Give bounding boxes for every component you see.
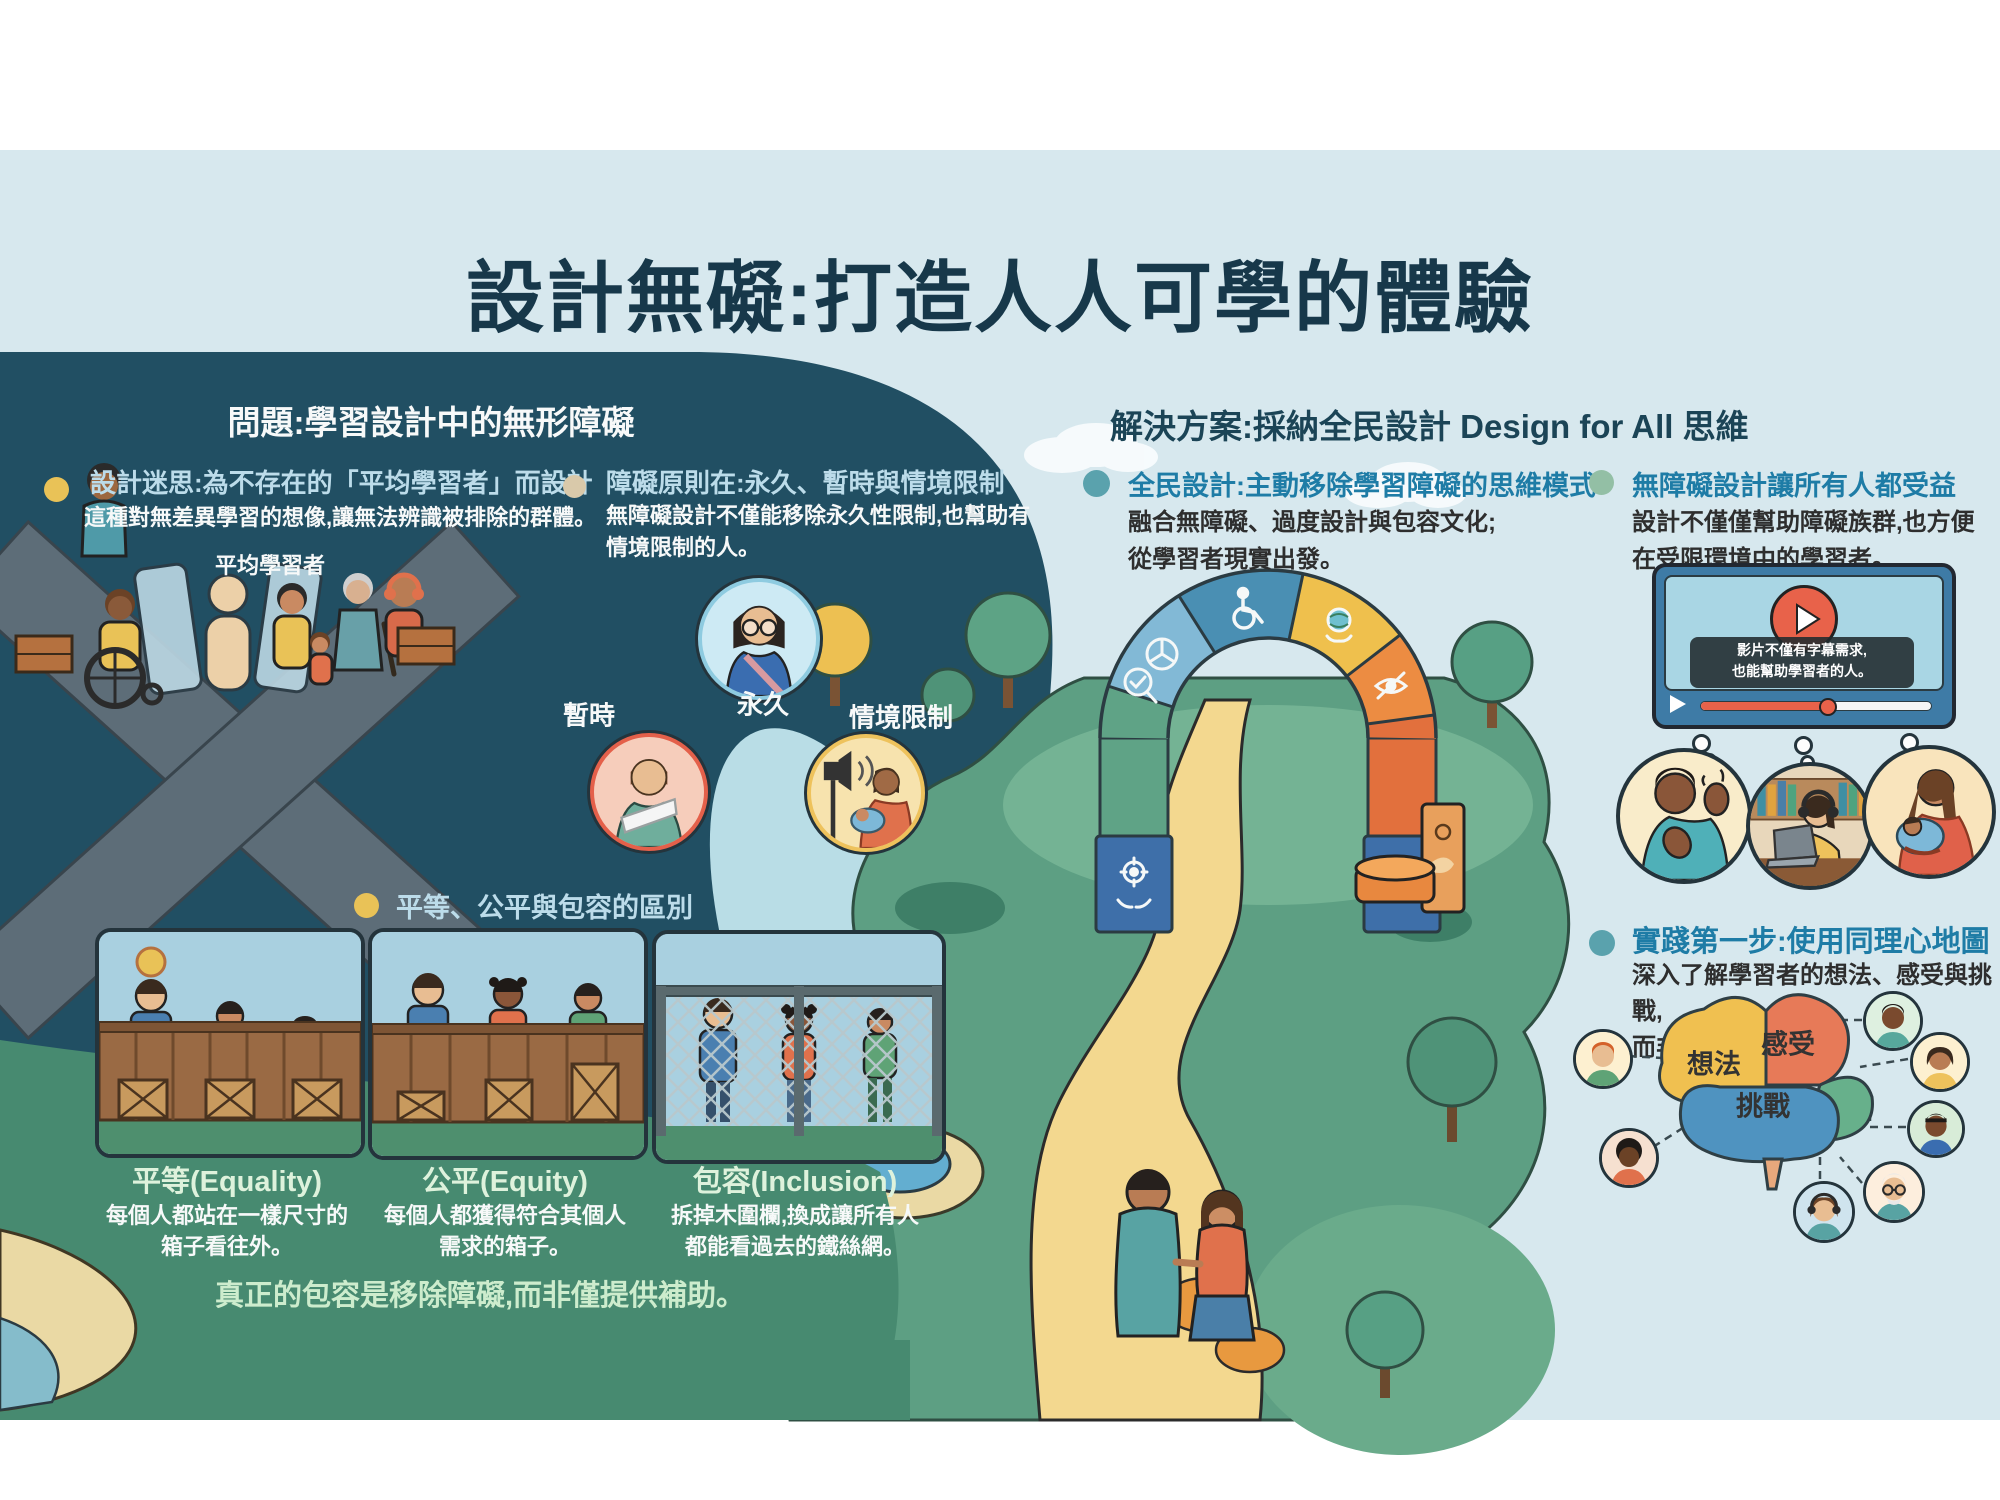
equality-desc-line2: 箱子看往外。 xyxy=(160,1234,293,1259)
empathy-map-illustration xyxy=(1627,993,1909,1191)
myth-heading: 設計迷思:為不存在的「平均學習者」而設計 xyxy=(90,468,593,498)
principle-body: 無障礙設計不僅能移除永久性限制,也幫助有 情境限制的人。 xyxy=(606,500,1030,564)
equality-desc: 每個人都站在一樣尺寸的 箱子看往外。 xyxy=(77,1200,377,1262)
solution-header: 解決方案:採納全民設計 Design for All 思維 xyxy=(1110,408,1749,445)
inclusion-panel-illustration xyxy=(652,930,946,1164)
situational-label: 情境限制 xyxy=(848,702,954,733)
progress-fill xyxy=(1701,702,1828,710)
inclusion-term: 包容(Inclusion) xyxy=(692,1166,898,1198)
wheelchair-user-illustration xyxy=(84,589,164,709)
mother-child-illustration xyxy=(272,583,334,686)
myth-body: 這種對無差異學習的想像,讓無法辨識被排除的群體。 xyxy=(84,505,597,530)
temporary-person-icon xyxy=(614,759,684,847)
bullet-dot-teal xyxy=(1083,470,1110,497)
average-learner-silhouette xyxy=(204,573,252,692)
benefit-heading: 無障礙設計讓所有人都受益 xyxy=(1632,471,1956,501)
problem-header: 問題:學習設計中的無形障礙 xyxy=(227,404,635,441)
universal-body-line1: 融合無障礙、過度設計與包容文化; xyxy=(1128,509,1496,536)
laptop-learner-illustration xyxy=(1746,762,1874,890)
avatar xyxy=(1863,991,1923,1051)
crossroads-illustration xyxy=(0,463,521,1041)
bullet-dot-sage xyxy=(1589,470,1614,495)
equity-desc-line2: 需求的箱子。 xyxy=(438,1234,571,1259)
equity-desc: 每個人都獲得符合其個人 需求的箱子。 xyxy=(355,1200,655,1262)
equity-term: 公平(Equity) xyxy=(422,1166,588,1198)
inclusion-desc: 拆掉木圍欄,換成讓所有人 都能看過去的鐵絲網。 xyxy=(645,1200,945,1262)
permanent-person-icon xyxy=(725,605,793,696)
magnifier-check-icon xyxy=(1123,667,1158,704)
globe-hands-icon xyxy=(1325,607,1353,643)
avatar xyxy=(1793,1181,1855,1243)
wheelchair-icon xyxy=(1232,586,1264,630)
progress-bar xyxy=(1700,698,1932,716)
principle-body-line2: 情境限制的人。 xyxy=(606,535,761,560)
video-caption-line1: 影片不僅有字幕需求, xyxy=(1737,642,1867,658)
avatar xyxy=(1907,1100,1965,1158)
equality-term: 平等(Equality) xyxy=(131,1166,323,1198)
bullet-dot-yellow-2 xyxy=(354,893,379,918)
crate-icon xyxy=(117,1078,343,1120)
brain-thoughts-label: 想法 xyxy=(1687,1049,1741,1080)
video-player: 影片不僅有字幕需求, 也能幫助學習者的人。 xyxy=(1652,563,1956,729)
field-ground-lower xyxy=(0,1340,910,1420)
conclusion-text: 真正的包容是移除障礙,而非僅提供補助。 xyxy=(214,1280,746,1312)
signing-person-illustration xyxy=(1616,748,1752,884)
avatar xyxy=(1910,1032,1970,1092)
signpost-illustration xyxy=(1354,802,1466,914)
universal-body: 融合無障礙、過度設計與包容文化; 從學習者現實出發。 xyxy=(1128,504,1496,578)
brain-illustration xyxy=(1658,993,1874,1191)
principle-body-line1: 無障礙設計不僅能移除永久性限制,也幫助有 xyxy=(606,503,1031,528)
distinction-heading: 平等、公平與包容的區別 xyxy=(396,893,693,923)
principle-heading: 障礙原則在:永久、暫時與情境限制 xyxy=(606,468,1005,498)
benefit-body-line1: 設計不僅僅幫助障礙族群,也方便 xyxy=(1632,509,1975,536)
person-illustration xyxy=(80,463,128,558)
video-caption-line2: 也能幫助學習者的人。 xyxy=(1732,663,1872,679)
bullet-dot-yellow xyxy=(44,477,69,502)
avatar xyxy=(1573,1029,1633,1089)
temporary-label: 暫時 xyxy=(562,700,616,731)
avatar xyxy=(1599,1128,1659,1188)
video-caption: 影片不僅有字幕需求, 也能幫助學習者的人。 xyxy=(1690,637,1914,688)
corner-water xyxy=(0,1316,60,1412)
situational-limitation-circle xyxy=(807,734,925,852)
walking-couple-illustration xyxy=(1114,1169,1256,1342)
brain-feelings-label: 感受 xyxy=(1761,1029,1815,1060)
avatar xyxy=(1863,1161,1925,1223)
page-title: 設計無礙:打造人人可學的體驗 xyxy=(466,254,1534,342)
play-small-icon xyxy=(1670,695,1686,713)
crate-icon xyxy=(396,1062,620,1122)
mother-baby-illustration xyxy=(1862,745,1996,879)
brain-challenges-label: 挑戰 xyxy=(1736,1091,1790,1122)
inclusion-desc-line1: 拆掉木圍欄,換成讓所有人 xyxy=(670,1203,920,1228)
empathy-heading: 實踐第一步:使用同理心地圖 xyxy=(1632,926,1990,958)
empathy-body-line1: 深入了解學習者的想法、感受與挑戰, xyxy=(1632,962,1992,1025)
average-learner-label: 平均學習者 xyxy=(214,553,326,578)
puzzle-arch-illustration xyxy=(1094,568,1442,934)
permanent-limitation-circle xyxy=(698,578,820,700)
gear-hands-icon xyxy=(1116,856,1152,909)
wind-turbine-icon xyxy=(1145,637,1179,671)
thought-dot xyxy=(1794,736,1813,755)
equity-desc-line1: 每個人都獲得符合其個人 xyxy=(383,1203,626,1228)
permanent-label: 永久 xyxy=(736,689,790,720)
temporary-limitation-circle xyxy=(590,733,708,851)
equity-panel-illustration xyxy=(368,928,648,1160)
eye-icon xyxy=(1373,671,1409,700)
bullet-dot-teal-2 xyxy=(1589,930,1615,956)
situational-scene-icon xyxy=(823,750,913,848)
universal-body-line2: 從學習者現實出發。 xyxy=(1128,546,1344,573)
equality-panel-illustration xyxy=(95,928,365,1158)
inclusion-desc-line2: 都能看過去的鐵絲網。 xyxy=(684,1234,905,1259)
bullet-dot-tan xyxy=(563,475,586,498)
universal-heading: 全民設計:主動移除學習障礙的思維模式 xyxy=(1128,471,1596,501)
brick-icon xyxy=(14,626,456,674)
progress-knob xyxy=(1819,698,1837,716)
equality-desc-line1: 每個人都站在一樣尺寸的 xyxy=(105,1203,348,1228)
